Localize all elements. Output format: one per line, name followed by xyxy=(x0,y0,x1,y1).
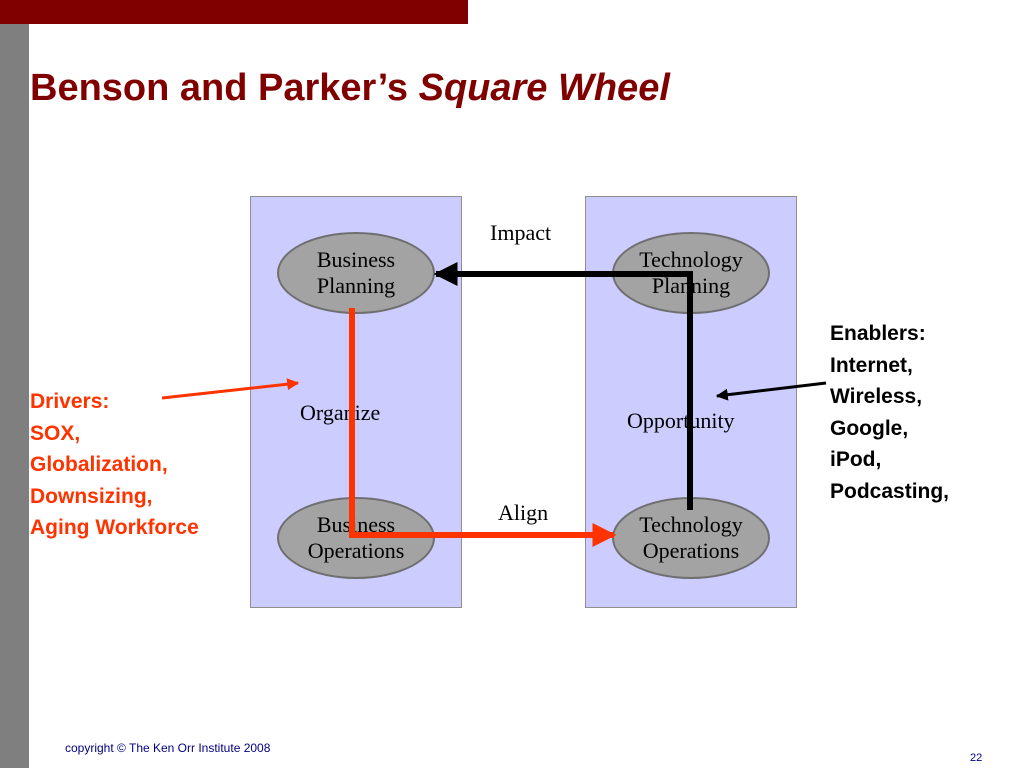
technology-operations-line2: Operations xyxy=(642,538,740,563)
enablers-list: Enablers: Internet, Wireless, Google, iP… xyxy=(830,318,949,507)
enablers-heading: Enablers: xyxy=(830,322,926,345)
business-planning-line2: Planning xyxy=(316,273,396,298)
drivers-item: Aging Workforce xyxy=(30,516,199,539)
organize-label: Organize xyxy=(300,400,381,425)
business-operations-line2: Operations xyxy=(307,538,405,563)
opportunity-label: Opportunity xyxy=(627,408,735,433)
technology-planning-line1: Technology xyxy=(639,246,743,272)
title-italic: Square Wheel xyxy=(418,67,670,109)
align-arrow xyxy=(349,308,617,547)
business-planning-oval: Business Planning xyxy=(277,232,435,314)
drivers-item: SOX, xyxy=(30,421,81,445)
enablers-item: Internet, xyxy=(830,353,913,377)
title-main: Benson and Parker’s xyxy=(30,67,419,109)
enablers-item: Podcasting, xyxy=(830,479,950,503)
enablers-pointer xyxy=(715,381,827,401)
drivers-item: Downsizing, xyxy=(30,484,153,508)
drivers-heading: Drivers: xyxy=(30,390,110,413)
drivers-list: Drivers: SOX, Globalization, Downsizing,… xyxy=(30,386,199,544)
copyright-footer: copyright © The Ken Orr Institute 2008 xyxy=(65,741,271,755)
impact-arrow xyxy=(433,262,693,510)
enablers-item: iPod, xyxy=(830,448,882,471)
impact-label: Impact xyxy=(490,220,552,245)
drivers-item: Globalization, xyxy=(30,453,168,476)
align-label: Align xyxy=(498,500,549,525)
business-planning-line1: Business xyxy=(316,246,396,272)
enablers-item: Wireless, xyxy=(830,385,923,408)
top-accent-bar xyxy=(0,0,468,24)
drivers-pointer xyxy=(161,378,300,400)
left-accent-bar xyxy=(0,24,29,768)
technology-operations-line1: Technology xyxy=(639,511,743,537)
page-number: 22 xyxy=(970,752,983,764)
slide-title: Benson and Parker’s Square Wheel xyxy=(30,66,670,112)
technology-operations-oval: Technology Operations xyxy=(612,497,770,579)
enablers-item: Google, xyxy=(830,416,909,440)
